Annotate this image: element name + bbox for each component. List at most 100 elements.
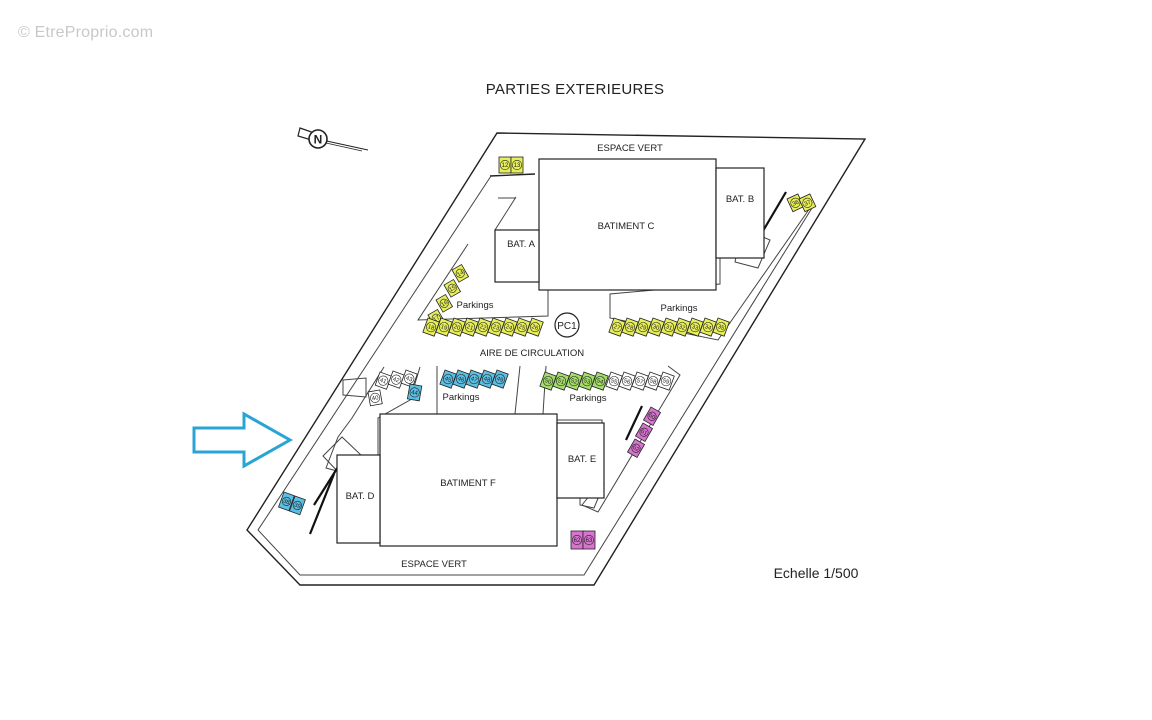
parking-space: 19: [435, 317, 453, 337]
parking-space: 13: [510, 156, 524, 174]
label-espace-vert-bottom: ESPACE VERT: [401, 559, 467, 570]
parking-number: 32: [678, 324, 687, 332]
parking-number-circle: [638, 322, 649, 333]
north-compass-icon: [308, 129, 328, 149]
parking-number: 16: [440, 300, 449, 309]
parking-space: 35: [712, 317, 730, 337]
parking-number-circle: [802, 197, 813, 208]
parking-number-circle: [439, 298, 449, 308]
parking-number-circle: [370, 392, 381, 403]
parking-number-circle: [639, 427, 649, 437]
parking-space-box: [278, 491, 295, 512]
label-bat-a: BAT. A: [507, 239, 535, 250]
parking-space: 12: [498, 156, 512, 174]
parking-space: 32: [673, 317, 691, 337]
parking-number: 62: [631, 445, 640, 454]
parking-number: 28: [626, 324, 635, 332]
parking-space: 24: [500, 317, 518, 337]
parking-number: 21: [466, 324, 475, 332]
parking-number: 60: [647, 413, 656, 422]
pc1-marker: PC1: [554, 312, 580, 338]
parking-space: 38: [278, 491, 295, 512]
parking-number-circle: [482, 374, 493, 385]
parking-number: 42: [392, 377, 401, 385]
parking-number: 31: [665, 324, 674, 332]
parking-number: 37: [804, 199, 813, 208]
parking-space-box: [367, 389, 383, 407]
parking-space: 30: [647, 317, 665, 337]
parking-space: 23: [487, 317, 505, 337]
parking-number-circle: [504, 322, 515, 333]
parking-number-circle: [447, 283, 457, 293]
parking-space-box: [798, 193, 817, 213]
scale-label: Echelle 1/500: [774, 565, 859, 581]
parking-number: 40: [371, 395, 379, 402]
parking-space: 43: [400, 369, 418, 388]
parking-number: 34: [704, 324, 713, 332]
parking-space: 41: [374, 371, 392, 390]
parking-number: 49: [496, 376, 505, 384]
parking-space: 28: [621, 317, 639, 337]
parking-space: 39: [289, 495, 306, 516]
parking-space: 33: [686, 317, 704, 337]
parking-number-circle: [443, 374, 454, 385]
parking-number: 41: [379, 378, 388, 386]
parking-space: 53: [578, 371, 596, 391]
parking-number: 44: [411, 390, 419, 397]
parking-group-mid-left-diag: 40: [367, 389, 383, 407]
parking-group-mid-left-blue: 44: [406, 383, 423, 402]
parking-number: 23: [492, 324, 501, 332]
parking-space-box: [451, 263, 470, 283]
north-indicator: N: [297, 127, 369, 152]
parking-number: 58: [649, 378, 658, 386]
bat-a: [494, 229, 540, 283]
parking-space: 63: [582, 530, 596, 550]
parking-space: 48: [478, 369, 496, 389]
label-parkings-4: Parkings: [570, 393, 607, 404]
label-parkings-3: Parkings: [443, 392, 480, 403]
parking-number-circle: [716, 322, 727, 333]
parking-number: 50: [544, 378, 553, 386]
parking-number: 22: [479, 324, 488, 332]
label-batiment-f: BATIMENT F: [440, 478, 496, 489]
parking-number-circle: [491, 322, 502, 333]
parking-number: 39: [293, 502, 302, 510]
parking-number: 27: [613, 324, 622, 332]
parking-space: 47: [465, 369, 483, 389]
parcel-boundary: [246, 132, 867, 586]
parking-number: 17: [432, 315, 441, 324]
parking-number-circle: [584, 535, 594, 545]
parking-number-circle: [703, 322, 714, 333]
parking-number: 63: [586, 538, 593, 544]
parking-number: 19: [440, 324, 449, 332]
parking-number: 46: [457, 376, 466, 384]
label-parkings-2: Parkings: [661, 303, 698, 314]
parking-number: 55: [610, 378, 619, 386]
parking-number-circle: [281, 496, 291, 506]
parking-number-circle: [404, 373, 415, 384]
parking-space: 62: [626, 438, 646, 459]
parking-space-box: [435, 293, 454, 313]
parking-space-box: [582, 530, 596, 550]
parking-number: 29: [639, 324, 648, 332]
parking-space: 57: [631, 371, 649, 391]
parking-space: 29: [634, 317, 652, 337]
parking-space: 59: [657, 371, 675, 391]
parking-space: 52: [565, 371, 583, 391]
parking-space: 56: [618, 371, 636, 391]
parking-space: 14: [451, 263, 470, 283]
parking-space-box: [510, 156, 524, 174]
parking-space-box: [400, 369, 418, 388]
parking-number-circle: [465, 322, 476, 333]
parking-number-circle: [609, 376, 620, 387]
watermark: © EtreProprio.com: [18, 24, 153, 42]
bat-d: [336, 454, 381, 544]
parking-number: 35: [717, 324, 726, 332]
parking-number: 25: [518, 324, 527, 332]
parking-number: 57: [636, 378, 645, 386]
